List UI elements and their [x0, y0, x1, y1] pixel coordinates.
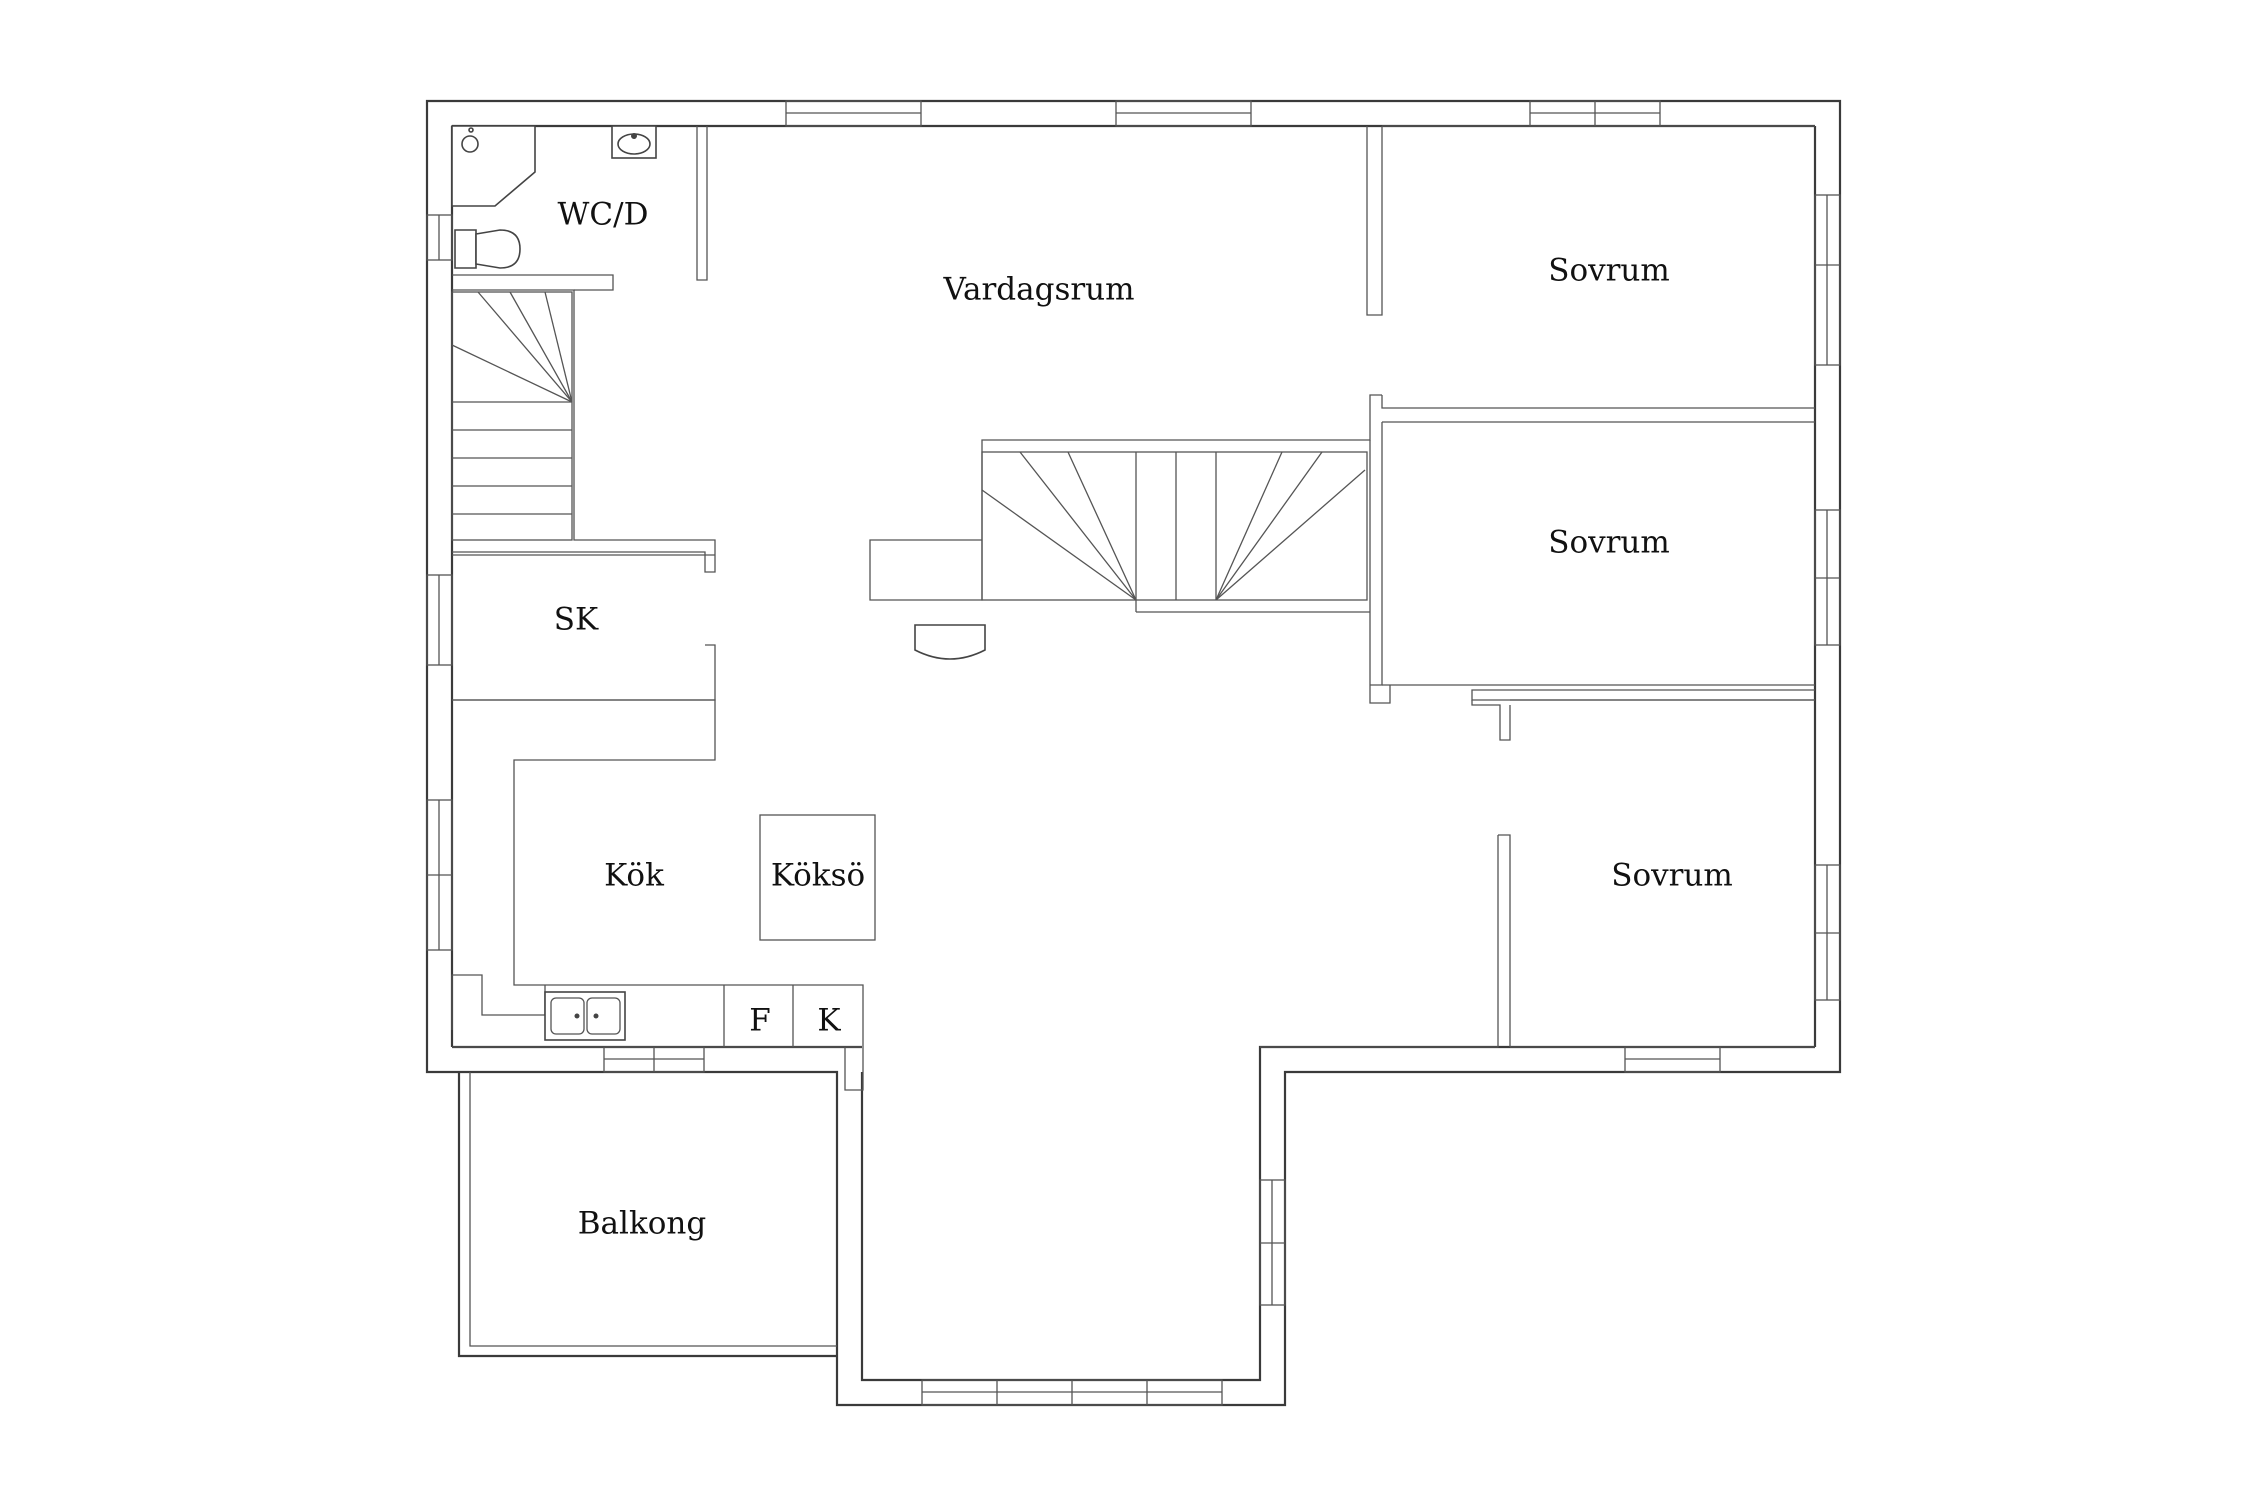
table-icon: [914, 624, 986, 660]
label-kok: Kök: [604, 858, 664, 894]
label-sovrum-1: Sovrum: [1548, 253, 1670, 289]
label-vardagsrum: Vardagsrum: [942, 272, 1134, 308]
interior-walls: [451, 125, 1815, 1091]
toilet-icon: [454, 229, 477, 269]
stairs-center: [981, 451, 1370, 613]
fixtures: [451, 125, 986, 1041]
label-wc: WC/D: [558, 197, 649, 233]
room-labels: WC/D Vardagsrum Sovrum Sovrum Sovrum SK …: [554, 197, 1733, 1242]
label-fridge: K: [817, 1003, 841, 1039]
label-sk: SK: [554, 602, 599, 638]
label-koksö: Köksö: [771, 858, 865, 894]
label-sovrum-3: Sovrum: [1611, 858, 1733, 894]
label-sovrum-2: Sovrum: [1548, 525, 1670, 561]
balcony: [457, 1072, 837, 1358]
label-balkong: Balkong: [578, 1206, 706, 1242]
kitchen-island: [759, 814, 876, 941]
sink-icon: [544, 991, 626, 1041]
stairs-left: [451, 291, 573, 541]
label-freezer: F: [749, 1003, 771, 1039]
